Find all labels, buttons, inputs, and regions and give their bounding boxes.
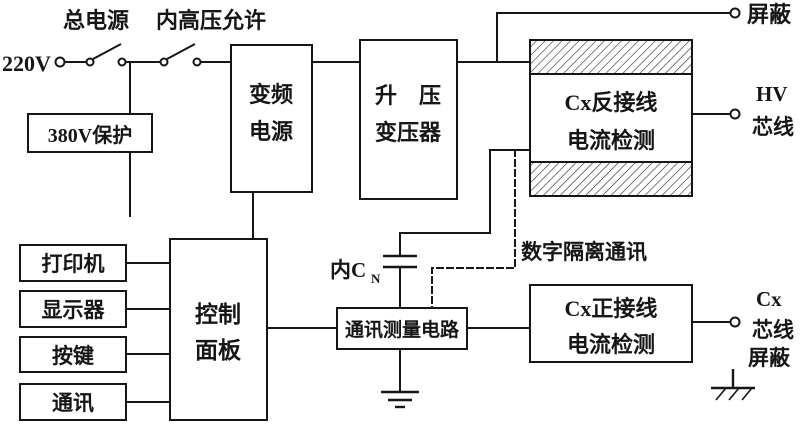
block-vfd-power [230,44,313,193]
block-380v-protect [27,113,153,153]
label-cx-reverse-line1: Cx反接线 [565,90,658,115]
label-hv: HV [756,82,788,106]
label-hv-core: 芯线 [752,115,794,139]
label-control-line2: 面板 [195,338,242,363]
terminal-shield-top [729,7,741,19]
wire-measure-path [399,149,531,257]
ground-icon-center [381,390,419,409]
terminal-220v [54,56,66,68]
block-display [19,290,127,328]
label-transformer-line2: 变压器 [375,120,442,145]
block-printer [19,244,127,282]
terminal-hv [729,108,741,120]
wire-shield-top [496,12,732,63]
label-comm: 通讯 [52,391,94,415]
block-control-panel [169,238,268,421]
label-inner-cn: 内C [330,258,366,282]
block-comm-measure-circuit [336,307,468,350]
block-keypad [19,336,127,373]
label-cx-reverse-line2: 电流检测 [567,128,655,153]
label-transformer-line1: 升 压 [375,83,441,108]
label-cx: Cx [756,287,782,311]
label-cx-core: 芯线 [752,318,794,342]
earth-ground-icon-right [711,369,755,401]
label-display: 显示器 [42,298,106,322]
label-cx-forward-line1: Cx正接线 [565,296,658,321]
label-shield-top: 屏蔽 [747,2,792,27]
wires [63,12,732,403]
label-cx-shield: 屏蔽 [748,346,791,370]
label-220v: 220V [2,51,51,76]
label-hv-enable-switch: 内高压允许 [156,8,266,33]
block-step-up-transformer [359,39,458,200]
wire-digital-isolation-dashed [431,149,516,309]
label-380v-protect: 380V保护 [48,123,132,147]
labels: 220V 总电源 内高压允许 380V保护 变频 电源 升 压 变压器 Cx反接… [2,2,794,415]
capacitor-cn-icon [383,254,417,269]
label-main-power-switch: 总电源 [63,8,129,33]
label-digital-isolation: 数字隔离通讯 [521,240,647,264]
label-keypad: 按键 [52,344,94,368]
block-cx-reverse-detector [529,39,693,197]
shield-electrode-top [529,39,693,75]
label-control-line1: 控制 [195,301,241,327]
label-printer: 打印机 [42,252,105,276]
label-comm-measure: 通讯测量电路 [345,318,460,341]
shield-electrode-bottom [529,161,693,197]
label-vfd-line1: 变频 [249,82,293,107]
terminal-cx [729,316,741,328]
switch-main-power [85,43,127,67]
label-cx-forward-line2: 电流检测 [567,332,655,357]
block-cx-forward-detector [529,284,693,363]
label-inner-cn-sub: N [371,271,381,286]
switch-hv-enable [159,43,202,67]
block-comm [19,383,127,421]
label-vfd-line2: 电源 [249,119,293,144]
